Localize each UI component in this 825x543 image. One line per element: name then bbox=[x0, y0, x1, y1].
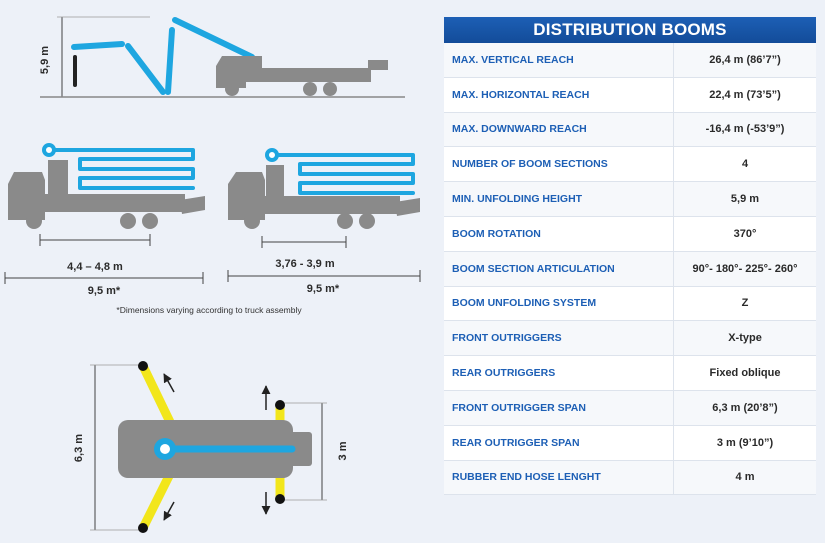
table-row: MAX. DOWNWARD REACH -16,4 m (-53’9”) bbox=[444, 112, 816, 148]
spec-label: REAR OUTRIGGERS bbox=[444, 356, 674, 390]
front-span-label: 6,3 m bbox=[73, 434, 85, 462]
spec-label: MAX. VERTICAL REACH bbox=[444, 43, 674, 77]
spec-label: NUMBER OF BOOM SECTIONS bbox=[444, 147, 674, 182]
table-row: MIN. UNFOLDING HEIGHT 5,9 m bbox=[444, 182, 816, 217]
table-row: NUMBER OF BOOM SECTIONS 4 bbox=[444, 147, 816, 183]
unfold-height-label: 5,9 m bbox=[39, 46, 51, 74]
table-body: MAX. VERTICAL REACH 26,4 m (86’7”) MAX. HO… bbox=[444, 43, 816, 496]
truck-side-icon bbox=[216, 56, 388, 96]
table-row: BOOM UNFOLDING SYSTEM Z bbox=[444, 286, 816, 322]
spec-value: -16,4 m (-53’9”) bbox=[705, 123, 785, 136]
spec-label: BOOM UNFOLDING SYSTEM bbox=[444, 286, 674, 321]
dimensions-footnote: *Dimensions varying according to truck a… bbox=[116, 305, 302, 315]
wheelbase-right-label: 3,76 - 3,9 m bbox=[275, 258, 335, 270]
folded-truck-left: 4,4 – 4,8 m 9,5 m* bbox=[4, 143, 205, 297]
folded-boom-icon bbox=[265, 148, 415, 195]
spec-label: BOOM SECTION ARTICULATION bbox=[444, 251, 674, 286]
outrigger-top-view: 6,3 m 3 m bbox=[73, 361, 349, 533]
spec-label: BOOM ROTATION bbox=[444, 216, 674, 251]
spec-value: 370° bbox=[733, 227, 757, 240]
spec-label: FRONT OUTRIGGERS bbox=[444, 321, 674, 356]
spec-value: 6,3 m (20’8”) bbox=[712, 401, 778, 414]
spec-value: 3 m (9’10”) bbox=[716, 436, 774, 449]
folded-truck-right: 3,76 - 3,9 m 9,5 m* bbox=[227, 148, 421, 295]
table-row: RUBBER END HOSE LENGHT 4 m bbox=[444, 460, 816, 496]
boom-top-icon bbox=[154, 438, 296, 460]
spec-value: X-type bbox=[728, 332, 762, 345]
boom-diagrams: 5,9 m 4,4 – 4,8 m bbox=[4, 16, 421, 533]
spec-value: 26,4 m (86’7”) bbox=[709, 53, 781, 66]
table-row: MAX. HORIZONTAL REACH 22,4 m (73’5”) bbox=[444, 77, 816, 113]
spec-label: MAX. DOWNWARD REACH bbox=[444, 112, 674, 147]
truck-side-icon bbox=[228, 165, 420, 229]
truck-side-icon bbox=[8, 160, 205, 229]
table-title: DISTRIBUTION BOOMS bbox=[444, 17, 816, 43]
table-row: REAR OUTRIGGER SPAN 3 m (9’10”) bbox=[444, 425, 816, 461]
spec-value: Fixed oblique bbox=[709, 367, 781, 380]
table-row: FRONT OUTRIGGERS X-type bbox=[444, 321, 816, 357]
spec-value: 4 bbox=[741, 158, 749, 171]
spec-value: 90°- 180°- 225°- 260° bbox=[692, 262, 798, 275]
table-row: MAX. VERTICAL REACH 26,4 m (86’7”) bbox=[444, 43, 816, 78]
unfolding-side-view: 5,9 m bbox=[39, 16, 405, 98]
spec-label: RUBBER END HOSE LENGHT bbox=[444, 460, 674, 495]
length-right-label: 9,5 m* bbox=[307, 283, 340, 295]
spec-value: 22,4 m (73’5”) bbox=[709, 88, 781, 101]
distribution-booms-table: DISTRIBUTION BOOMS MAX. VERTICAL REACH 26… bbox=[444, 17, 816, 496]
table-row: BOOM SECTION ARTICULATION 90°- 180°- 225°… bbox=[444, 251, 816, 287]
wheelbase-left-label: 4,4 – 4,8 m bbox=[67, 261, 123, 273]
spec-value: 5,9 m bbox=[730, 193, 760, 206]
table-row: FRONT OUTRIGGER SPAN 6,3 m (20’8”) bbox=[444, 390, 816, 426]
movement-arrows bbox=[163, 373, 271, 521]
spec-value: 4 m bbox=[735, 471, 755, 484]
spec-label: MAX. HORIZONTAL REACH bbox=[444, 77, 674, 112]
spec-label: MIN. UNFOLDING HEIGHT bbox=[444, 182, 674, 216]
folded-boom-icon bbox=[42, 143, 195, 190]
spec-value: Z bbox=[741, 297, 749, 310]
rear-span-label: 3 m bbox=[337, 441, 349, 460]
spec-label: FRONT OUTRIGGER SPAN bbox=[444, 390, 674, 425]
table-row: REAR OUTRIGGERS Fixed oblique bbox=[444, 356, 816, 391]
spec-label: REAR OUTRIGGER SPAN bbox=[444, 425, 674, 460]
table-row: BOOM ROTATION 370° bbox=[444, 216, 816, 252]
length-left-label: 9,5 m* bbox=[88, 285, 121, 297]
